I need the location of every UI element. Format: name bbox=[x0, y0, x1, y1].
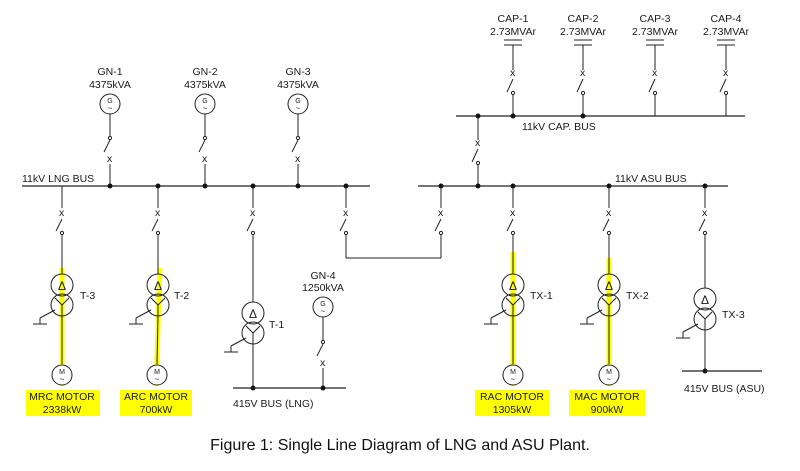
cap-1-name: CAP-1 bbox=[498, 13, 529, 25]
tx-2-label: TX-2 bbox=[626, 290, 649, 302]
generator-icon: G ~ bbox=[194, 93, 216, 115]
svg-text:~: ~ bbox=[155, 375, 160, 384]
mac-motor-name: MAC MOTOR bbox=[574, 391, 640, 403]
switch-icon: x bbox=[155, 207, 161, 219]
motor-icon: M ~ bbox=[502, 364, 524, 386]
cap-4-rating: 2.73MVAr bbox=[703, 26, 749, 38]
generator-icon: G ~ bbox=[287, 93, 309, 115]
rac-motor-name: RAC MOTOR bbox=[480, 391, 544, 403]
gn-2-name: GN-2 bbox=[192, 66, 217, 78]
svg-text:G: G bbox=[295, 98, 300, 105]
cap-bus-label: 11kV CAP. BUS bbox=[522, 121, 596, 133]
highlight-mac-motor bbox=[569, 390, 645, 416]
switch-icon: x bbox=[438, 207, 444, 219]
svg-text:Δ: Δ bbox=[58, 279, 66, 293]
asu-section: 11kV ASU BUS x x Δ TX-1 M ~ RAC bbox=[418, 173, 765, 416]
gn-4-rating: 1250kVA bbox=[302, 282, 344, 294]
svg-text:G: G bbox=[202, 98, 207, 105]
mrc-motor-name: MRC MOTOR bbox=[29, 391, 95, 403]
asu-bus-label: 11kV ASU BUS bbox=[615, 173, 687, 185]
arc-motor-rating: 700kW bbox=[140, 404, 173, 416]
svg-text:G: G bbox=[320, 301, 325, 308]
gn-3-name: GN-3 bbox=[285, 66, 310, 78]
svg-text:M: M bbox=[154, 369, 160, 376]
svg-text:Δ: Δ bbox=[249, 307, 257, 321]
transformer-icon: Δ bbox=[693, 287, 717, 331]
svg-text:~: ~ bbox=[511, 375, 516, 384]
switch-icon: x bbox=[723, 67, 729, 79]
lng-section: 11kV LNG BUS GN-1 4375kVA G ~ x GN-2 437… bbox=[22, 66, 370, 416]
cap-3-rating: 2.73MVAr bbox=[632, 26, 678, 38]
svg-text:~: ~ bbox=[296, 104, 301, 113]
svg-text:M: M bbox=[59, 369, 65, 376]
cap-3-name: CAP-3 bbox=[640, 13, 671, 25]
cap-2-rating: 2.73MVAr bbox=[560, 26, 606, 38]
cap-4-name: CAP-4 bbox=[711, 13, 742, 25]
highlight-mrc-motor bbox=[26, 390, 100, 416]
svg-text:M: M bbox=[606, 369, 612, 376]
capacitor-bank: 11kV CAP. BUS CAP-1 2.73MVAr x CAP-2 2.7… bbox=[456, 13, 749, 186]
generator-icon: G ~ bbox=[312, 296, 334, 318]
gn-3-rating: 4375kVA bbox=[277, 79, 319, 91]
mac-motor-rating: 900kW bbox=[591, 404, 624, 416]
svg-text:Δ: Δ bbox=[701, 293, 709, 307]
svg-text:~: ~ bbox=[203, 104, 208, 113]
rac-motor-rating: 1305kW bbox=[493, 404, 532, 416]
t-2-label: T-2 bbox=[174, 290, 189, 302]
switch-icon: x bbox=[343, 207, 349, 219]
svg-text:~: ~ bbox=[60, 375, 65, 384]
svg-text:Δ: Δ bbox=[154, 279, 162, 293]
switch-icon: x bbox=[59, 207, 65, 219]
lv-lng-bus-label: 415V BUS (LNG) bbox=[233, 398, 314, 410]
svg-text:G: G bbox=[107, 98, 112, 105]
motor-icon: M ~ bbox=[598, 364, 620, 386]
tx-1-label: TX-1 bbox=[530, 290, 553, 302]
arc-motor-name: ARC MOTOR bbox=[124, 391, 188, 403]
switch-icon: x bbox=[250, 207, 256, 219]
svg-text:Δ: Δ bbox=[605, 279, 613, 293]
switch-icon: x bbox=[320, 357, 326, 369]
cap-1-rating: 2.73MVAr bbox=[490, 26, 536, 38]
switch-icon: x bbox=[107, 153, 113, 165]
gn-4-name: GN-4 bbox=[310, 270, 335, 282]
t-3-label: T-3 bbox=[80, 290, 95, 302]
highlight-rac-motor bbox=[475, 390, 549, 416]
gn-2-rating: 4375kVA bbox=[184, 79, 226, 91]
switch-icon: x bbox=[652, 67, 658, 79]
lv-asu-bus-label: 415V BUS (ASU) bbox=[684, 383, 765, 395]
svg-text:Δ: Δ bbox=[509, 279, 517, 293]
lng-bus-label: 11kV LNG BUS bbox=[22, 173, 94, 185]
switch-icon: x bbox=[606, 207, 612, 219]
switch-icon: x bbox=[475, 137, 481, 149]
switch-icon: x bbox=[580, 67, 586, 79]
highlight-arc-motor bbox=[120, 390, 192, 416]
svg-text:~: ~ bbox=[321, 307, 326, 316]
switch-icon: x bbox=[202, 153, 208, 165]
switch-icon: x bbox=[510, 207, 516, 219]
switch-icon: x bbox=[510, 67, 516, 79]
t-1-label: T-1 bbox=[269, 319, 284, 331]
gn-1-name: GN-1 bbox=[97, 66, 122, 78]
motor-icon: M ~ bbox=[51, 364, 73, 386]
motor-icon: M ~ bbox=[146, 364, 168, 386]
svg-text:~: ~ bbox=[108, 104, 113, 113]
transformer-icon: Δ bbox=[241, 301, 265, 345]
cap-2-name: CAP-2 bbox=[568, 13, 599, 25]
gn-1-rating: 4375kVA bbox=[89, 79, 131, 91]
switch-icon: x bbox=[702, 207, 708, 219]
tx-3-label: TX-3 bbox=[722, 309, 745, 321]
mrc-motor-rating: 2338kW bbox=[43, 404, 82, 416]
svg-text:M: M bbox=[510, 369, 516, 376]
svg-text:~: ~ bbox=[607, 375, 612, 384]
figure-caption: Figure 1: Single Line Diagram of LNG and… bbox=[210, 437, 590, 454]
generator-icon: G ~ bbox=[99, 93, 121, 115]
switch-icon: x bbox=[295, 153, 301, 165]
